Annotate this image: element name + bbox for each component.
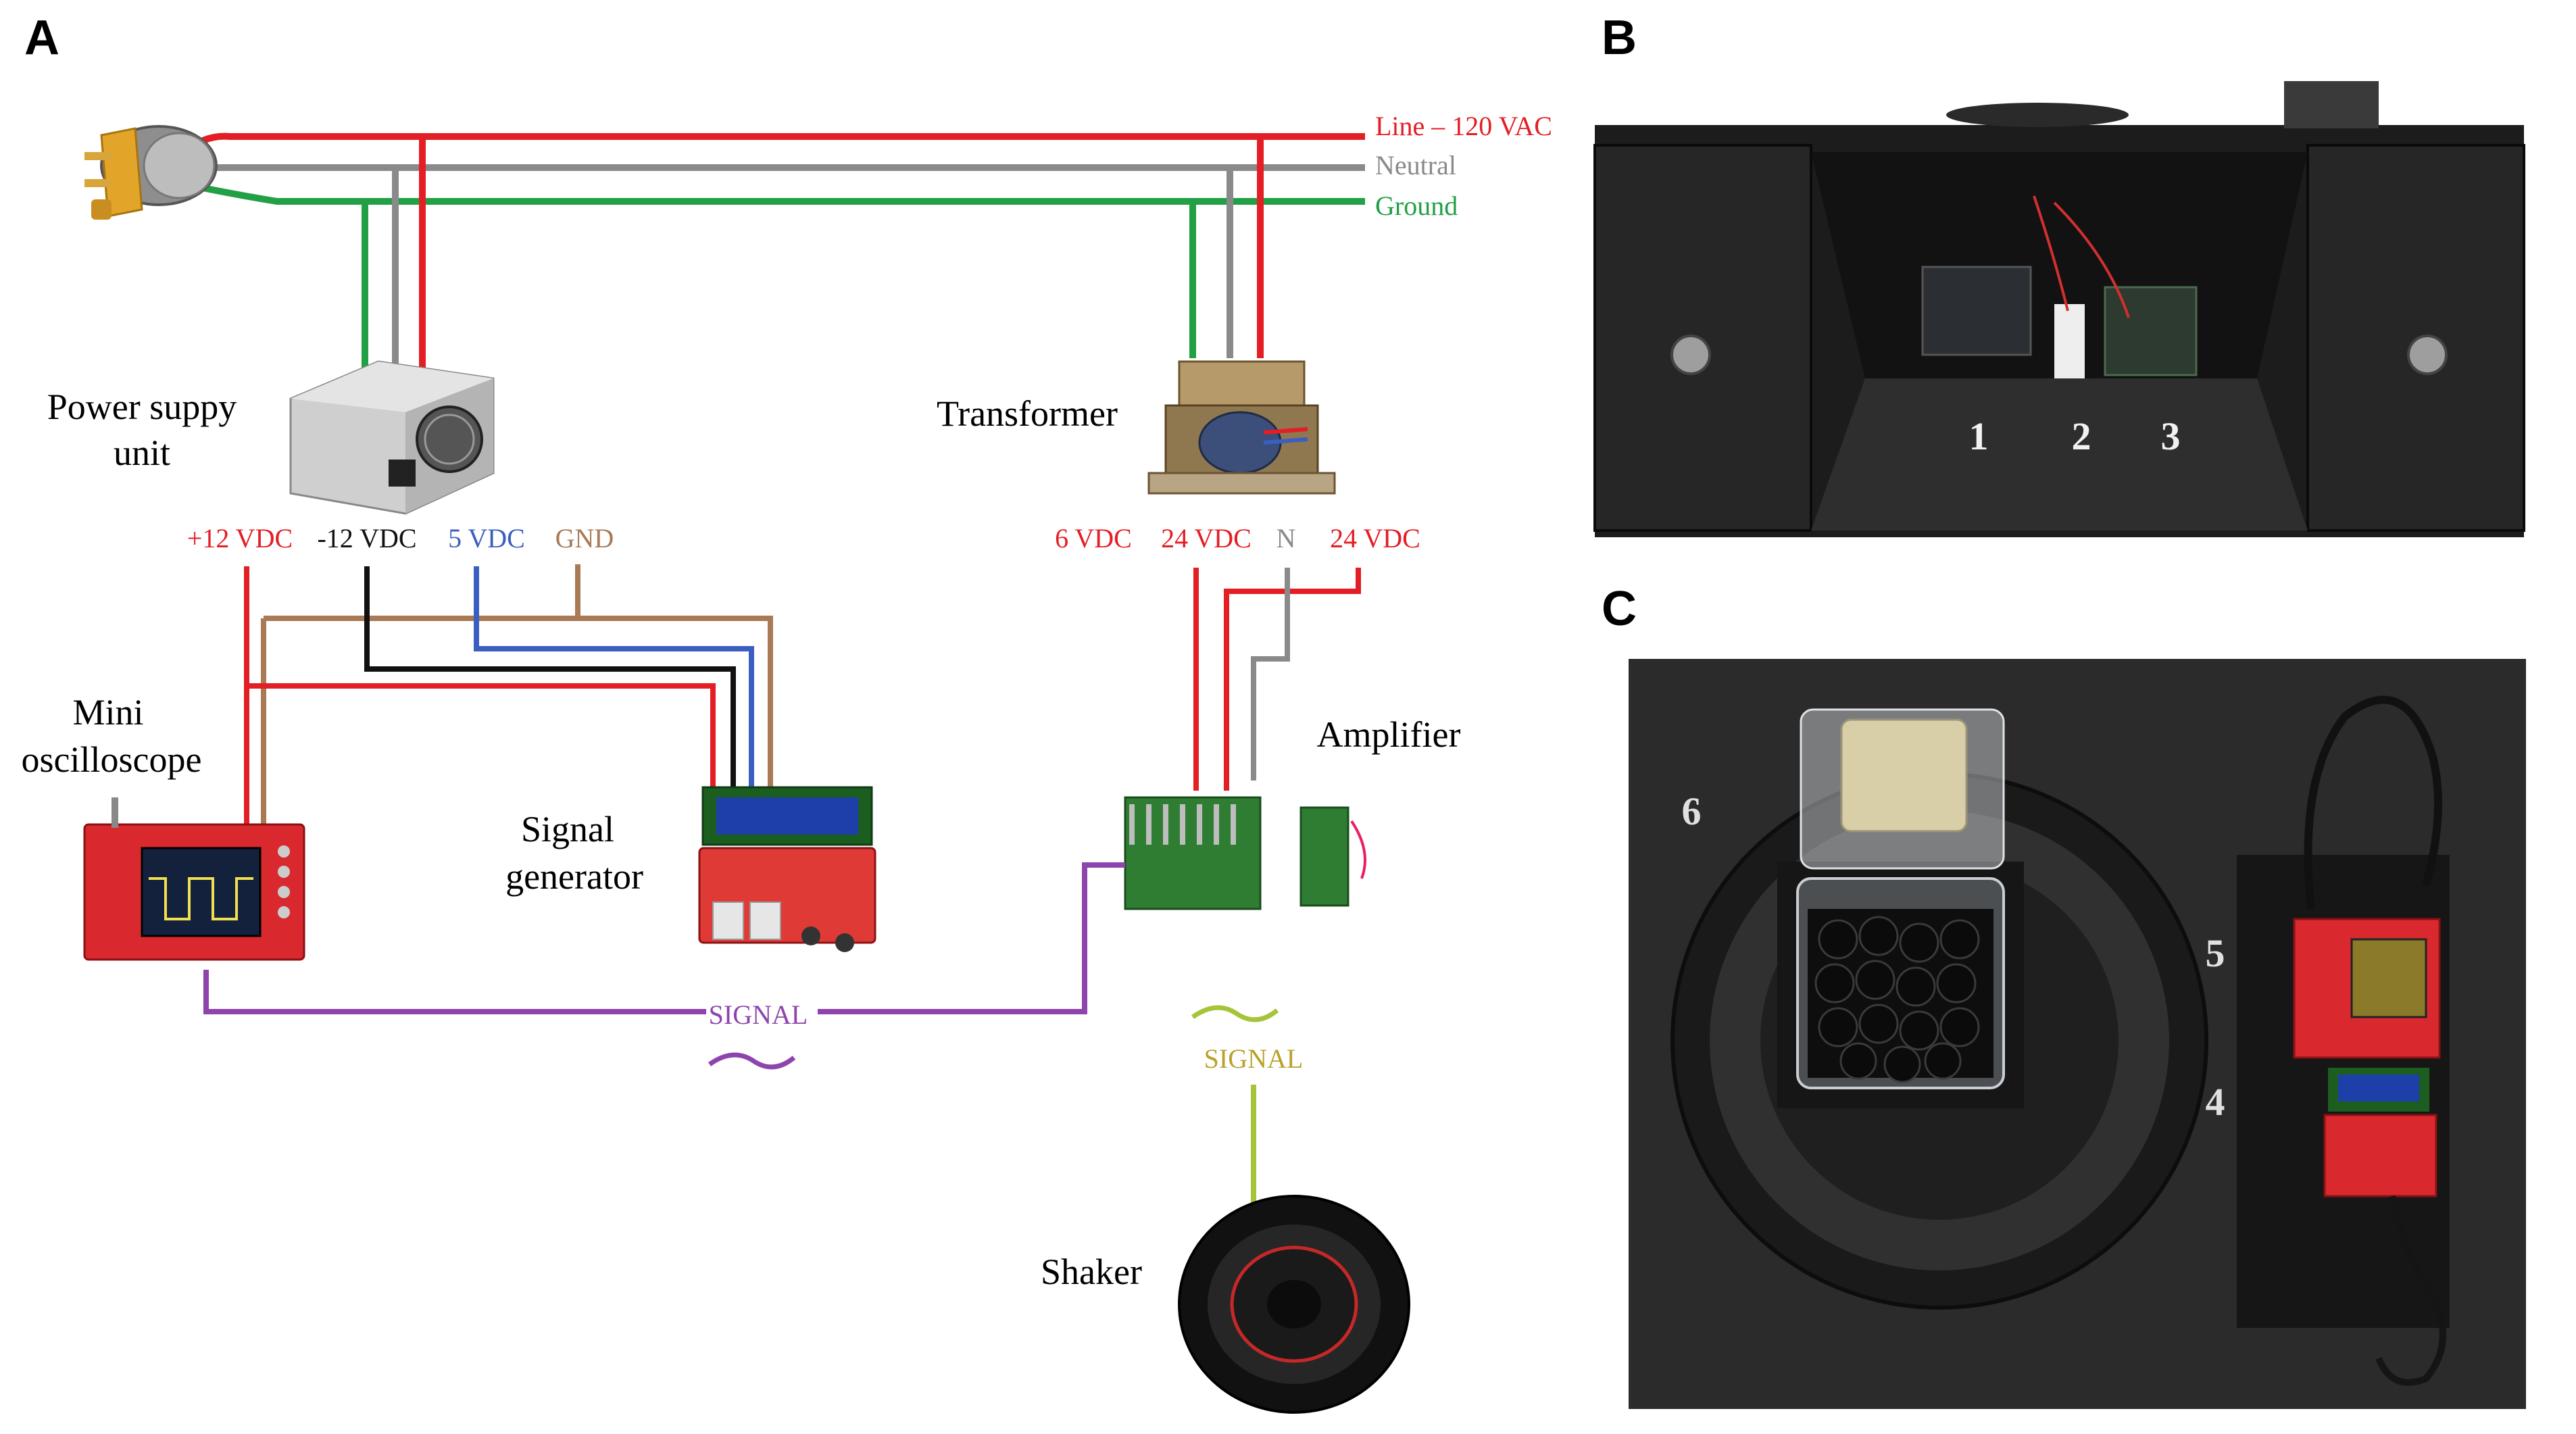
photo-b-label-2: 2 (2072, 414, 2091, 458)
xfmr-24v-wire-b (1224, 568, 1361, 791)
five-v-wire (474, 566, 754, 791)
panel-label-a: A (24, 11, 59, 65)
signal-generator-label-line2: generator (505, 856, 643, 897)
psu-output-gnd: GND (555, 523, 614, 553)
psu-illustration (289, 360, 495, 515)
oscilloscope-label-line2: oscilloscope (22, 739, 202, 780)
xfmr-output-24v-b: 24 VDC (1330, 523, 1420, 553)
photo-c-label-6: 6 (1682, 789, 1702, 833)
xfmr-output-6v: 6 VDC (1055, 523, 1132, 553)
minus12-wire (364, 566, 736, 791)
panel-label-c: C (1602, 582, 1637, 636)
xfmr-n-wire (1251, 568, 1290, 781)
panel-label-b: B (1602, 11, 1637, 65)
photo-b (1593, 81, 2525, 537)
transformer-output-wiring (1193, 568, 1361, 791)
xfmr-output-24v-a: 24 VDC (1161, 523, 1252, 553)
oscilloscope-illustration (83, 797, 305, 961)
signal-label-1: SIGNAL (709, 999, 808, 1030)
amplifier-label: Amplifier (1317, 714, 1461, 755)
photo-c-label-5: 5 (2206, 931, 2225, 975)
ground-label: Ground (1375, 191, 1458, 221)
psu-output-5v: 5 VDC (448, 523, 525, 553)
photo-c-label-4: 4 (2206, 1080, 2225, 1124)
line-label: Line – 120 VAC (1375, 111, 1552, 141)
ground-wire (202, 184, 1365, 205)
photo-b-label-1: 1 (1969, 414, 1989, 458)
signal-wave-purple (708, 1052, 796, 1070)
photo-c (1629, 659, 2526, 1409)
signal-generator-illustration (698, 786, 876, 952)
signal-wave-green (1191, 1005, 1279, 1022)
xfmr-output-n: N (1277, 523, 1296, 553)
photo-b-label-3: 3 (2161, 414, 2181, 458)
signal-label-2: SIGNAL (1204, 1043, 1304, 1074)
mains-wires (201, 132, 1365, 368)
shaker-label: Shaker (1041, 1252, 1142, 1292)
plus12-wire (244, 566, 716, 824)
signal-wiring (203, 862, 1279, 1213)
amplifier-illustration (1124, 796, 1366, 910)
transformer-label: Transformer (937, 393, 1118, 434)
psu-label-line2: unit (114, 432, 170, 473)
gnd-wire (261, 564, 773, 824)
psu-output-wiring (244, 564, 773, 824)
berries (1814, 916, 1980, 1083)
power-plug (84, 125, 218, 220)
psu-output-plus12: +12 VDC (187, 523, 293, 553)
neutral-label: Neutral (1375, 150, 1456, 180)
psu-output-minus12: -12 VDC (317, 523, 416, 553)
shaker-illustration (1178, 1195, 1410, 1414)
line-wire (201, 132, 1365, 144)
transformer-illustration (1147, 360, 1336, 495)
signal-wire-purple (203, 862, 1125, 1014)
psu-label-line1: Power suppy (47, 387, 237, 427)
oscilloscope-label-line1: Mini (72, 692, 143, 733)
signal-generator-label-line1: Signal (521, 809, 614, 849)
